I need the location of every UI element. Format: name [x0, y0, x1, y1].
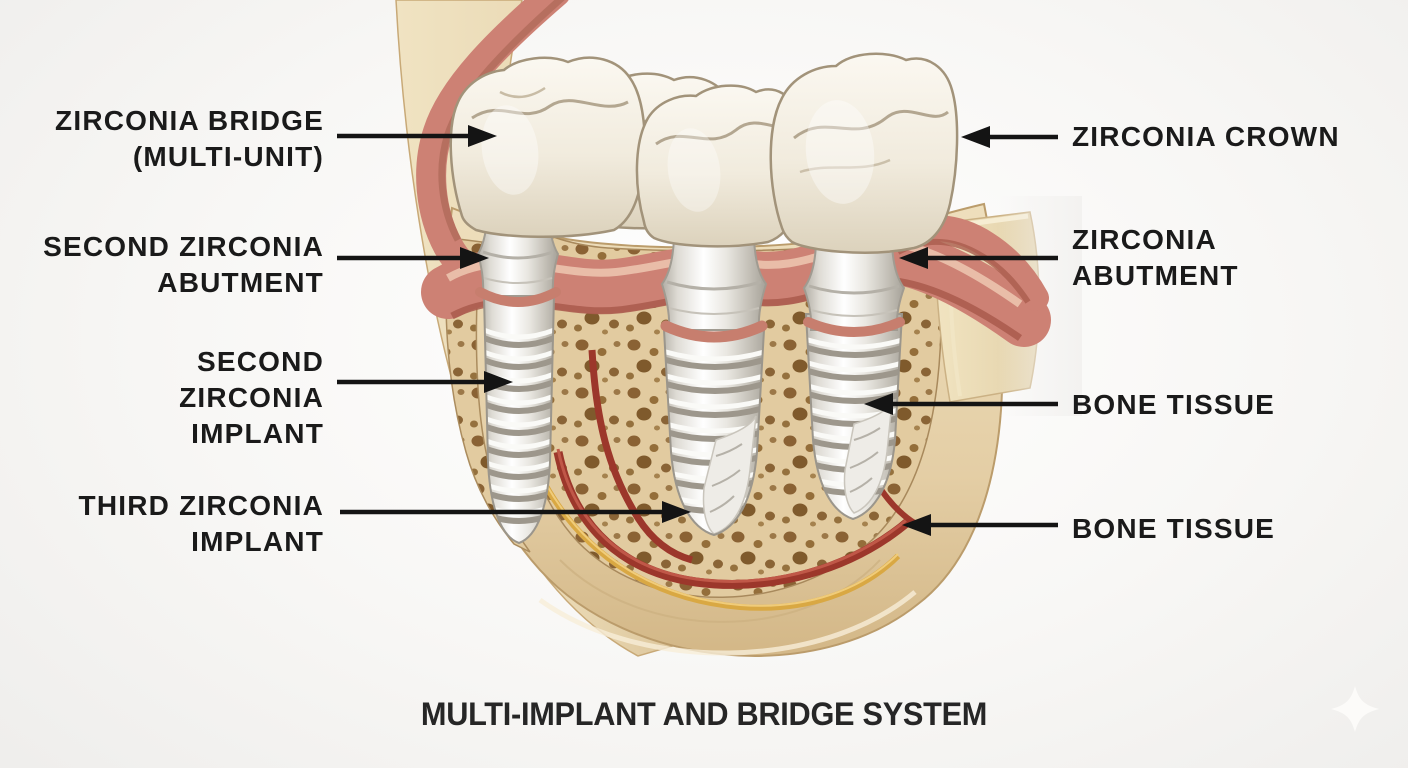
- label-bone-tissue-lower: BONE TISSUE: [1072, 511, 1275, 547]
- arrow-bone-tissue-upper: [864, 393, 1058, 415]
- arrow-bone-tissue-lower: [902, 514, 1058, 536]
- label-line: BONE TISSUE: [1072, 389, 1276, 420]
- abutment-ring: [668, 307, 760, 315]
- implant-outline: [804, 313, 904, 521]
- gum-collars: [475, 287, 905, 343]
- arrow-third-zirconia-implant: [340, 501, 691, 523]
- nerve-highlight: [545, 483, 899, 607]
- label-line: ZIRCONIA BRIDGE: [55, 105, 324, 136]
- diagram-title: MULTI-IMPLANT AND BRIDGE SYSTEM: [420, 696, 988, 732]
- label-line: ZIRCONIA: [1072, 224, 1217, 255]
- label-line: ABUTMENT: [1072, 260, 1239, 291]
- label-line: SECOND: [197, 346, 324, 377]
- label-bone-tissue-upper: BONE TISSUE: [1072, 387, 1275, 423]
- sparkle-icon: [1331, 686, 1379, 732]
- label-line: IMPLANT: [191, 526, 324, 557]
- crown-2: [635, 84, 805, 248]
- arrow-second-zirconia-abutment: [337, 247, 489, 269]
- blood-vessel-branch: [588, 349, 694, 564]
- blood-vessel-main: [553, 451, 913, 589]
- label-zirconia-abutment: ZIRCONIA ABUTMENT: [1072, 222, 1239, 294]
- implant-outline: [482, 295, 556, 545]
- implant-cutting-flute: [702, 415, 757, 535]
- cusp-fold: [799, 158, 891, 174]
- vessels-and-nerve: [543, 349, 918, 611]
- label-line: ZIRCONIA CROWN: [1072, 121, 1340, 152]
- label-second-zirconia-implant: SECOND ZIRCONIA IMPLANT: [179, 344, 324, 452]
- abutment-ring: [810, 309, 898, 317]
- label-line: ZIRCONIA: [179, 382, 324, 413]
- label-line: SECOND ZIRCONIA: [43, 231, 324, 262]
- trabecular-bone-window-left: [445, 237, 531, 553]
- zirconia-bridge-unit: [449, 52, 959, 254]
- label-line: (MULTI-UNIT): [132, 141, 324, 172]
- label-zirconia-crown: ZIRCONIA CROWN: [1072, 119, 1340, 155]
- label-zirconia-bridge: ZIRCONIA BRIDGE (MULTI-UNIT): [55, 103, 324, 175]
- abutment-ring: [482, 250, 554, 260]
- label-line: BONE TISSUE: [1072, 513, 1276, 544]
- flute-scallop: [709, 443, 743, 513]
- zirconia-abutment-2: [660, 237, 768, 331]
- zirconia-abutment-3: [802, 243, 906, 331]
- crown-gloss: [805, 100, 875, 204]
- crown-3: [769, 52, 959, 254]
- arrow-zirconia-abutment: [899, 247, 1058, 269]
- crown-gloss: [481, 105, 539, 195]
- occlusal-groove: [793, 109, 949, 140]
- label-third-zirconia-implant: THIRD ZIRCONIA IMPLANT: [79, 488, 324, 560]
- crown-1: [449, 56, 646, 238]
- implant-cutting-flute: [843, 401, 893, 514]
- gum-band-left-shadow: [438, 0, 565, 242]
- callout-arrows: [337, 125, 1058, 536]
- zirconia-implant-2: [662, 329, 766, 537]
- zirconia-implant-3: [804, 313, 904, 521]
- arrow-second-zirconia-implant: [337, 371, 513, 393]
- cusp-fold: [499, 86, 546, 99]
- occlusal-groove: [471, 99, 629, 120]
- label-line: IMPLANT: [191, 418, 324, 449]
- label-line: THIRD ZIRCONIA: [78, 490, 324, 521]
- implant-outline: [662, 329, 766, 537]
- arrow-zirconia-crown: [961, 126, 1058, 148]
- cortical-highlight: [538, 590, 917, 656]
- flute-scallop: [849, 427, 881, 493]
- label-line: ABUTMENT: [157, 267, 324, 298]
- arrow-zirconia-bridge: [337, 125, 497, 147]
- zirconia-implant-1: [482, 295, 556, 545]
- nerve: [543, 484, 901, 611]
- crown-gloss: [667, 128, 721, 212]
- abutment-ring: [808, 284, 900, 295]
- abutment-ring: [666, 280, 762, 291]
- abutment-ring: [483, 277, 553, 284]
- label-second-zirconia-abutment: SECOND ZIRCONIA ABUTMENT: [43, 229, 324, 301]
